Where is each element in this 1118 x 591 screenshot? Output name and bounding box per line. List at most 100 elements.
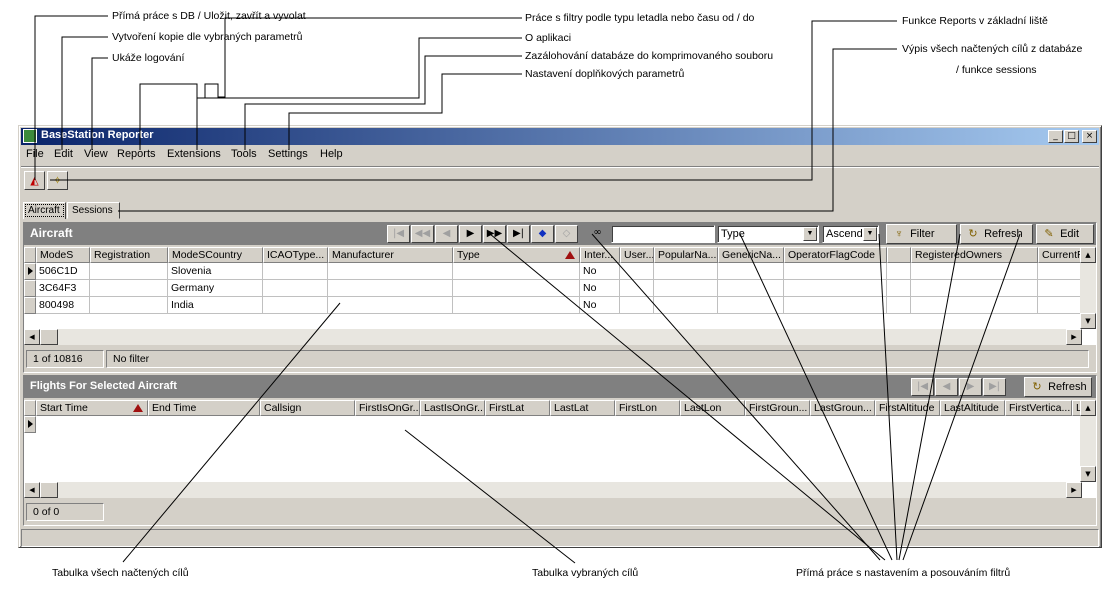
table-cell[interactable]: 3C64F3 <box>36 280 90 297</box>
chevron-down-icon[interactable]: ▼ <box>803 227 817 241</box>
next-icon[interactable]: ▶ <box>959 378 982 396</box>
table-cell[interactable] <box>263 280 328 297</box>
table-cell[interactable] <box>911 280 1038 297</box>
flights-refresh-button[interactable]: ↻ Refresh <box>1024 377 1092 397</box>
flights-column-header[interactable]: Callsign <box>260 400 355 416</box>
menu-file[interactable]: File <box>26 148 44 160</box>
table-cell[interactable]: 800498 <box>36 297 90 314</box>
table-cell[interactable] <box>328 297 453 314</box>
scroll-right-icon[interactable]: ▶ <box>1066 329 1082 345</box>
scroll-down-icon[interactable]: ▼ <box>1080 313 1096 329</box>
aircraft-horizontal-scrollbar[interactable]: ◀ ▶ <box>24 329 1082 345</box>
menu-extensions[interactable]: Extensions <box>167 148 221 160</box>
table-cell[interactable] <box>654 297 718 314</box>
table-cell[interactable] <box>911 297 1038 314</box>
next-page-icon[interactable]: ▶▶ <box>483 225 506 243</box>
tab-aircraft[interactable]: Aircraft <box>23 202 66 219</box>
table-cell[interactable] <box>718 263 784 280</box>
scroll-up-icon[interactable]: ▲ <box>1080 247 1096 263</box>
table-cell[interactable] <box>620 280 654 297</box>
table-cell[interactable] <box>328 263 453 280</box>
edit-button[interactable]: ✎ Edit <box>1036 224 1094 244</box>
flights-horizontal-scrollbar[interactable]: ◀ ▶ <box>24 482 1082 498</box>
flights-column-header[interactable]: FirstGroun... <box>745 400 810 416</box>
prev-icon[interactable]: ◀ <box>935 378 958 396</box>
chevron-down-icon[interactable]: ▼ <box>863 227 877 241</box>
flights-column-header[interactable]: FirstLon <box>615 400 680 416</box>
next-icon[interactable]: ▶ <box>459 225 482 243</box>
table-cell[interactable] <box>620 297 654 314</box>
prev-icon[interactable]: ◀ <box>435 225 458 243</box>
flights-vertical-scrollbar[interactable]: ▲ ▼ <box>1080 400 1096 482</box>
flights-column-header[interactable]: Start Time <box>36 400 148 416</box>
table-cell[interactable] <box>887 280 911 297</box>
aircraft-column-header[interactable]: Registration <box>90 247 168 263</box>
aircraft-column-header[interactable]: GenericNa... <box>718 247 784 263</box>
wand-icon[interactable]: ✧ <box>47 171 68 190</box>
aircraft-column-header[interactable]: RegisteredOwners <box>911 247 1038 263</box>
table-cell[interactable]: Slovenia <box>168 263 263 280</box>
sort-order-select[interactable]: Ascend ▼ <box>822 225 879 243</box>
table-cell[interactable] <box>453 297 580 314</box>
scroll-left-icon[interactable]: ◀ <box>24 482 40 498</box>
table-cell[interactable] <box>784 297 887 314</box>
menu-reports[interactable]: Reports <box>117 148 156 160</box>
table-cell[interactable]: No <box>580 263 620 280</box>
last-icon[interactable]: ▶| <box>507 225 530 243</box>
flights-column-header[interactable]: LastIsOnGr... <box>420 400 485 416</box>
flights-column-header[interactable]: FirstLat <box>485 400 550 416</box>
scroll-right-icon[interactable]: ▶ <box>1066 482 1082 498</box>
aircraft-vertical-scrollbar[interactable]: ▲ ▼ <box>1080 247 1096 329</box>
table-cell[interactable] <box>887 263 911 280</box>
last-icon[interactable]: ▶| <box>983 378 1006 396</box>
flights-column-header[interactable]: LastLat <box>550 400 615 416</box>
table-cell[interactable] <box>887 297 911 314</box>
table-cell[interactable] <box>90 280 168 297</box>
first-icon[interactable]: |◀ <box>911 378 934 396</box>
menu-settings[interactable]: Settings <box>268 148 308 160</box>
table-cell[interactable] <box>263 263 328 280</box>
table-cell[interactable] <box>453 263 580 280</box>
menu-tools[interactable]: Tools <box>231 148 257 160</box>
first-icon[interactable]: |◀ <box>387 225 410 243</box>
prev-page-icon[interactable]: ◀◀ <box>411 225 434 243</box>
aircraft-column-header[interactable]: ICAOType... <box>263 247 328 263</box>
flights-column-header[interactable]: FirstVertica... <box>1005 400 1072 416</box>
table-cell[interactable] <box>620 263 654 280</box>
aircraft-column-header[interactable]: Type <box>453 247 580 263</box>
aircraft-column-header[interactable] <box>887 247 911 263</box>
close-button[interactable]: × <box>1082 130 1097 143</box>
table-cell[interactable]: India <box>168 297 263 314</box>
aircraft-column-header[interactable]: Inter... <box>580 247 620 263</box>
refresh-button[interactable]: ↻ Refresh <box>960 224 1033 244</box>
search-input[interactable] <box>611 225 715 243</box>
table-cell[interactable] <box>263 297 328 314</box>
aircraft-column-header[interactable]: OperatorFlagCode <box>784 247 887 263</box>
scroll-thumb[interactable] <box>40 482 58 498</box>
flights-column-header[interactable]: FirstAltitude <box>875 400 940 416</box>
table-cell[interactable]: No <box>580 280 620 297</box>
flights-column-header[interactable]: End Time <box>148 400 260 416</box>
table-cell[interactable] <box>453 280 580 297</box>
flights-column-header[interactable]: FirstIsOnGr... <box>355 400 420 416</box>
report-icon[interactable]: ◭ <box>24 171 45 190</box>
aircraft-column-header[interactable]: Manufacturer <box>328 247 453 263</box>
binoculars-icon[interactable]: ∞ <box>593 227 602 238</box>
filter-field-select[interactable]: Type ▼ <box>717 225 819 243</box>
table-cell[interactable] <box>784 280 887 297</box>
aircraft-column-header[interactable]: ModeSCountry <box>168 247 263 263</box>
aircraft-column-header[interactable]: ModeS <box>36 247 90 263</box>
tab-sessions[interactable]: Sessions <box>67 202 120 219</box>
table-cell[interactable] <box>654 263 718 280</box>
aircraft-column-header[interactable]: User... <box>620 247 654 263</box>
table-cell[interactable]: No <box>580 297 620 314</box>
bookmark-icon[interactable]: ◆ <box>531 225 554 243</box>
table-row[interactable] <box>24 416 1082 433</box>
flights-column-header[interactable]: LastGroun... <box>810 400 875 416</box>
table-cell[interactable] <box>784 263 887 280</box>
maximize-button[interactable]: □ <box>1064 130 1079 143</box>
table-cell[interactable] <box>718 280 784 297</box>
filter-button[interactable]: ♆ Filter <box>886 224 957 244</box>
scroll-left-icon[interactable]: ◀ <box>24 329 40 345</box>
